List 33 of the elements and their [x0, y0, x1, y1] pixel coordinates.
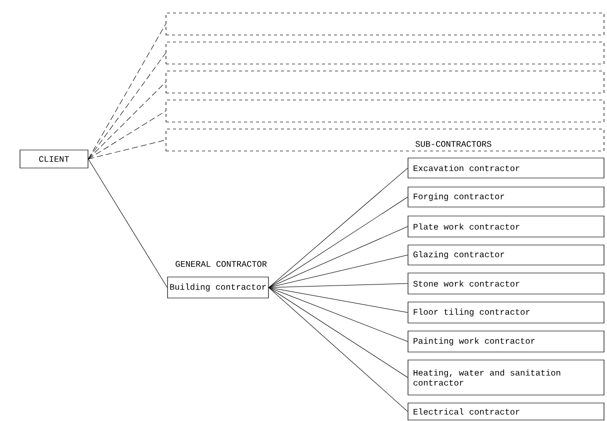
client-box: CLIENT [20, 150, 88, 168]
connector-line [268, 168, 408, 288]
empty-box [166, 42, 604, 64]
contractor-box: Plate work contractor [408, 216, 604, 238]
connector-line [268, 254, 408, 288]
contractor-box: Heating, water and sanitation contractor [408, 360, 604, 396]
connector-line [88, 140, 166, 160]
contractor-box: Glazing contractor [408, 244, 604, 266]
group-heading: SUB-CONTRACTORS [416, 141, 492, 147]
contractor-box: Building contractor [167, 276, 269, 298]
empty-box [166, 70, 604, 94]
empty-box [166, 100, 604, 122]
contractor-box: Stone work contractor [408, 272, 604, 294]
contractor-box: Forging contractor [408, 186, 604, 208]
contractor-box: Painting work contractor [408, 330, 604, 352]
empty-box [166, 12, 604, 36]
connector-line [268, 287, 408, 412]
contractor-box: Excavation contractor [408, 158, 604, 178]
connector-line [88, 24, 166, 160]
connector-line [268, 287, 408, 313]
connector-line [268, 287, 408, 378]
connector-line [88, 110, 166, 160]
connector-line [88, 52, 166, 160]
contractor-box: Floor tiling contractor [408, 302, 604, 324]
heading: GENERAL CONTRACTOR [176, 261, 267, 267]
empty-box [166, 128, 604, 152]
contractor-box: Electrical contractor [408, 402, 604, 420]
connector-line [268, 287, 408, 342]
connector-line [268, 196, 408, 288]
connector-line [268, 283, 408, 288]
connector-line [268, 226, 408, 288]
connector-line [88, 82, 166, 160]
connector-line [88, 158, 168, 288]
